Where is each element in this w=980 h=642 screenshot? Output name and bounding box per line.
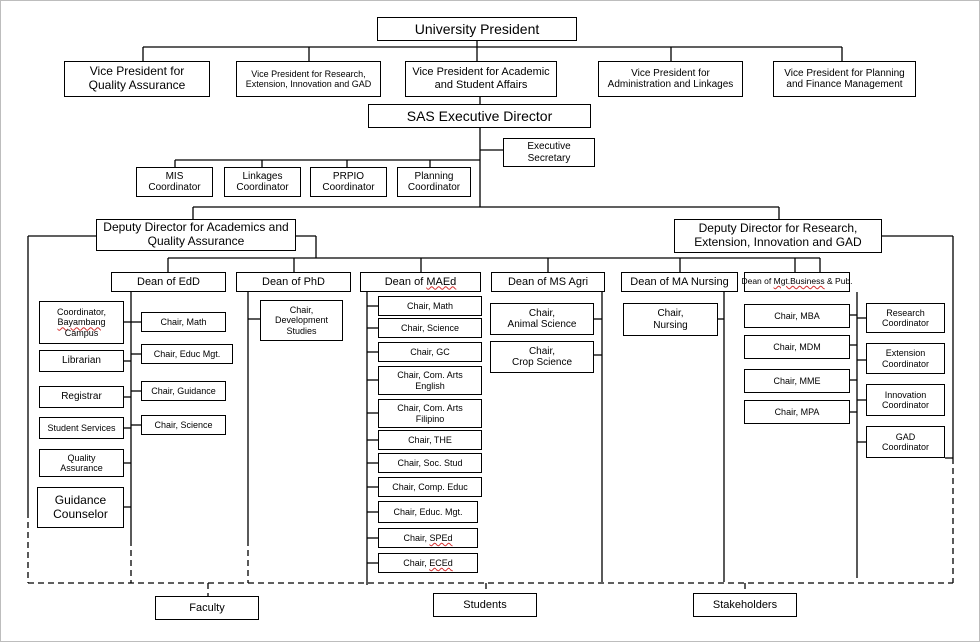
planning-coordinator-box: Planning Coordinator [397, 167, 471, 197]
nursing-chair-box: Chair, Nursing [623, 303, 718, 336]
maed-sped-prefix: Chair, [403, 532, 430, 543]
dean-edd-box: Dean of EdD [111, 272, 226, 292]
coordinator-campus-name: Bayambang [57, 317, 106, 328]
prpio-coordinator-box: PRPIO Coordinator [310, 167, 387, 197]
maed-chair-comp-educ-box: Chair, Comp. Educ [378, 477, 482, 497]
dean-phd-box: Dean of PhD [236, 272, 351, 292]
maed-chair-soc-stud-box: Chair, Soc. Stud [378, 453, 482, 473]
extension-coordinator-box: Extension Coordinator [866, 343, 945, 374]
dean-mgt-prefix: Dean of [741, 276, 774, 287]
librarian-box: Librarian [39, 350, 124, 372]
dean-maed-word: MAEd [426, 275, 457, 288]
student-services-box: Student Services [39, 417, 124, 439]
faculty-box: Faculty [155, 596, 259, 620]
maed-sped-word: SPEd [429, 532, 453, 543]
coordinator-line3: Campus [64, 327, 99, 338]
guidance-counselor-box: Guidance Counselor [37, 487, 124, 528]
sas-executive-director-box: SAS Executive Director [368, 104, 591, 128]
deputy-director-academics-box: Deputy Director for Academics and Qualit… [96, 219, 296, 251]
mgt-chair-mme-box: Chair, MME [744, 369, 850, 393]
maed-chair-com-arts-filipino-box: Chair, Com. Arts Filipino [378, 399, 482, 428]
students-box: Students [433, 593, 537, 617]
edd-chair-math-box: Chair, Math [141, 312, 226, 332]
vp-planning-box: Vice President for Planning and Finance … [773, 61, 916, 97]
dean-maed-prefix: Dean of [384, 275, 427, 288]
coordinator-line1: Coordinator, [56, 306, 107, 317]
maed-eced-prefix: Chair, [403, 557, 430, 568]
mgt-chair-mba-box: Chair, MBA [744, 304, 850, 328]
deputy-director-research-box: Deputy Director for Research, Extension,… [674, 219, 882, 253]
dean-mgt-business-box: Dean of Mgt.Business & Pub. [741, 272, 853, 292]
msagri-chair-animal-science-box: Chair, Animal Science [490, 303, 594, 335]
mis-coordinator-box: MIS Coordinator [136, 167, 213, 197]
dean-msagri-box: Dean of MS Agri [491, 272, 605, 292]
edd-chair-science-box: Chair, Science [141, 415, 226, 435]
innovation-coordinator-box: Innovation Coordinator [866, 384, 945, 416]
research-coordinator-box: Research Coordinator [866, 303, 945, 333]
mgt-chair-mdm-box: Chair, MDM [744, 335, 850, 359]
maed-chair-math-box: Chair, Math [378, 296, 482, 316]
university-president-box: University President [377, 17, 577, 41]
vp-quality-assurance-box: Vice President for Quality Assurance [64, 61, 210, 97]
dean-mgt-word: Mgt.Business [773, 276, 825, 287]
msagri-chair-crop-science-box: Chair, Crop Science [490, 341, 594, 373]
vp-research-box: Vice President for Research, Extension, … [236, 61, 381, 97]
edd-chair-educ-mgt-box: Chair, Educ Mgt. [141, 344, 233, 364]
maed-eced-word: ECEd [429, 557, 453, 568]
maed-chair-science-box: Chair, Science [378, 318, 482, 338]
vp-administration-box: Vice President for Administration and Li… [598, 61, 743, 97]
stakeholders-box: Stakeholders [693, 593, 797, 617]
vp-academic-box: Vice President for Academic and Student … [405, 61, 557, 97]
coordinator-bayambang-box: Coordinator, Bayambang Campus [39, 301, 124, 344]
maed-chair-eced-box: Chair, ECEd [378, 553, 478, 573]
executive-secretary-box: Executive Secretary [503, 138, 595, 167]
quality-assurance-box: Quality Assurance [39, 449, 124, 477]
maed-chair-educ-mgt-box: Chair, Educ. Mgt. [378, 501, 478, 523]
linkages-coordinator-box: Linkages Coordinator [224, 167, 301, 197]
dean-mgt-suffix: & Pub. [824, 276, 853, 287]
maed-chair-gc-box: Chair, GC [378, 342, 482, 362]
maed-chair-the-box: Chair, THE [378, 430, 482, 450]
registrar-box: Registrar [39, 386, 124, 408]
phd-chair-development-studies-box: Chair, Development Studies [260, 300, 343, 341]
edd-chair-guidance-box: Chair, Guidance [141, 381, 226, 401]
mgt-chair-mpa-box: Chair, MPA [744, 400, 850, 424]
gad-coordinator-box: GAD Coordinator [866, 426, 945, 458]
maed-chair-sped-box: Chair, SPEd [378, 528, 478, 548]
dean-maed-box: Dean of MAEd [360, 272, 481, 292]
maed-chair-com-arts-english-box: Chair, Com. Arts English [378, 366, 482, 395]
dean-manursing-box: Dean of MA Nursing [621, 272, 738, 292]
